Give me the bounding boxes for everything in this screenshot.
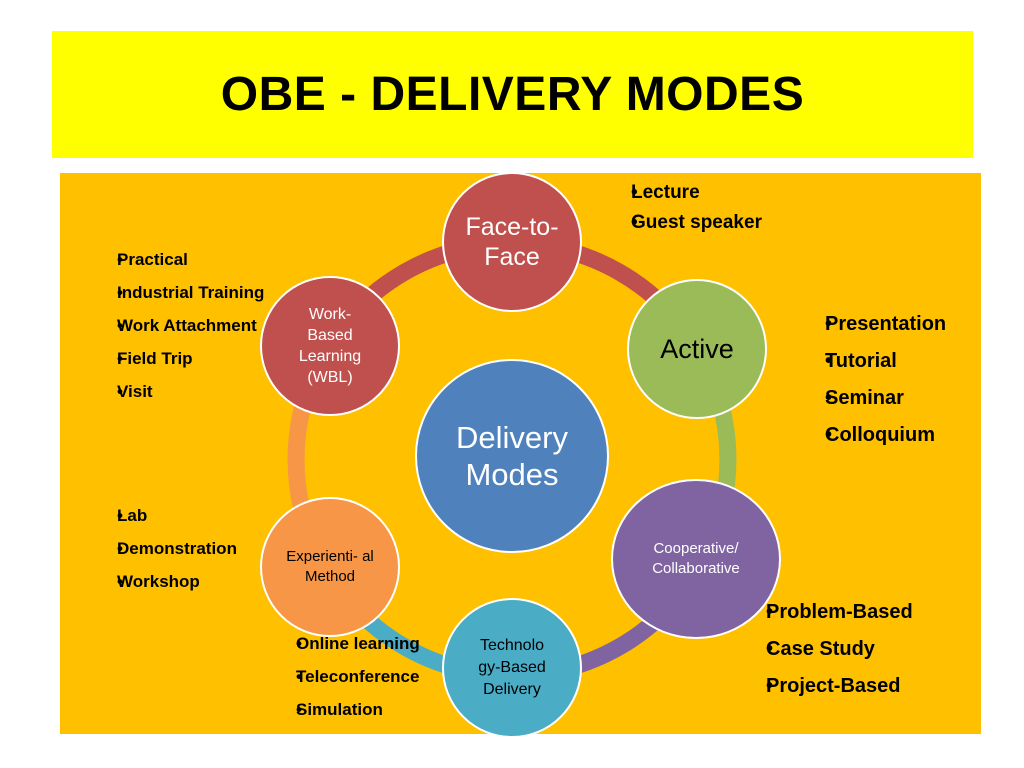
list-technology: Online learning Teleconference Simulatio…	[257, 627, 420, 726]
node-face-to-face-label: Face-to-Face	[465, 213, 559, 271]
node-active-label: Active	[660, 333, 734, 364]
center-label: Delivery Modes	[456, 420, 568, 492]
list-item: Visit	[79, 375, 264, 408]
center-delivery-modes: Delivery Modes	[415, 359, 609, 553]
list-item: Problem-Based	[728, 594, 913, 631]
list-experiential: Lab Demonstration Workshop	[79, 499, 237, 598]
list-face-to-face: Lecture Guest speaker	[600, 178, 762, 238]
list-item: Tutorial	[788, 343, 946, 380]
list-item: Lab	[79, 499, 237, 532]
list-item: Colloquium	[788, 417, 946, 454]
list-active: Presentation Tutorial Seminar Colloquium	[788, 306, 946, 454]
list-item: Lecture	[600, 178, 762, 208]
list-item: Online learning	[257, 627, 420, 660]
node-wbl: Work- Based Learning (WBL)	[260, 276, 400, 416]
title-banner: OBE - DELIVERY MODES	[52, 31, 973, 158]
list-item: Field Trip	[79, 342, 264, 375]
node-cooperative-label: Cooperative/ Collaborative	[652, 540, 740, 577]
node-experiential-label: Experienti- al Method	[286, 548, 374, 585]
list-item: Industrial Training	[79, 276, 264, 309]
list-item: Practical	[79, 243, 264, 276]
list-item: Workshop	[79, 565, 237, 598]
page-title: OBE - DELIVERY MODES	[220, 68, 805, 121]
list-item: Seminar	[788, 380, 946, 417]
list-item: Case Study	[728, 631, 913, 668]
node-face-to-face: Face-to-Face	[442, 172, 582, 312]
list-item: Teleconference	[257, 660, 420, 693]
node-technology-label: Technolo gy-Based Delivery	[478, 637, 546, 698]
list-cooperative: Problem-Based Case Study Project-Based	[728, 594, 913, 705]
list-item: Demonstration	[79, 532, 237, 565]
node-experiential: Experienti- al Method	[260, 497, 400, 637]
node-technology: Technolo gy-Based Delivery	[442, 598, 582, 738]
list-item: Presentation	[788, 306, 946, 343]
node-active: Active	[627, 279, 767, 419]
list-item: Guest speaker	[600, 208, 762, 238]
list-wbl: Practical Industrial Training Work Attac…	[79, 243, 264, 408]
list-item: Simulation	[257, 693, 420, 726]
list-item: Work Attachment	[79, 309, 264, 342]
list-item: Project-Based	[728, 668, 913, 705]
node-wbl-label: Work- Based Learning (WBL)	[298, 306, 362, 386]
